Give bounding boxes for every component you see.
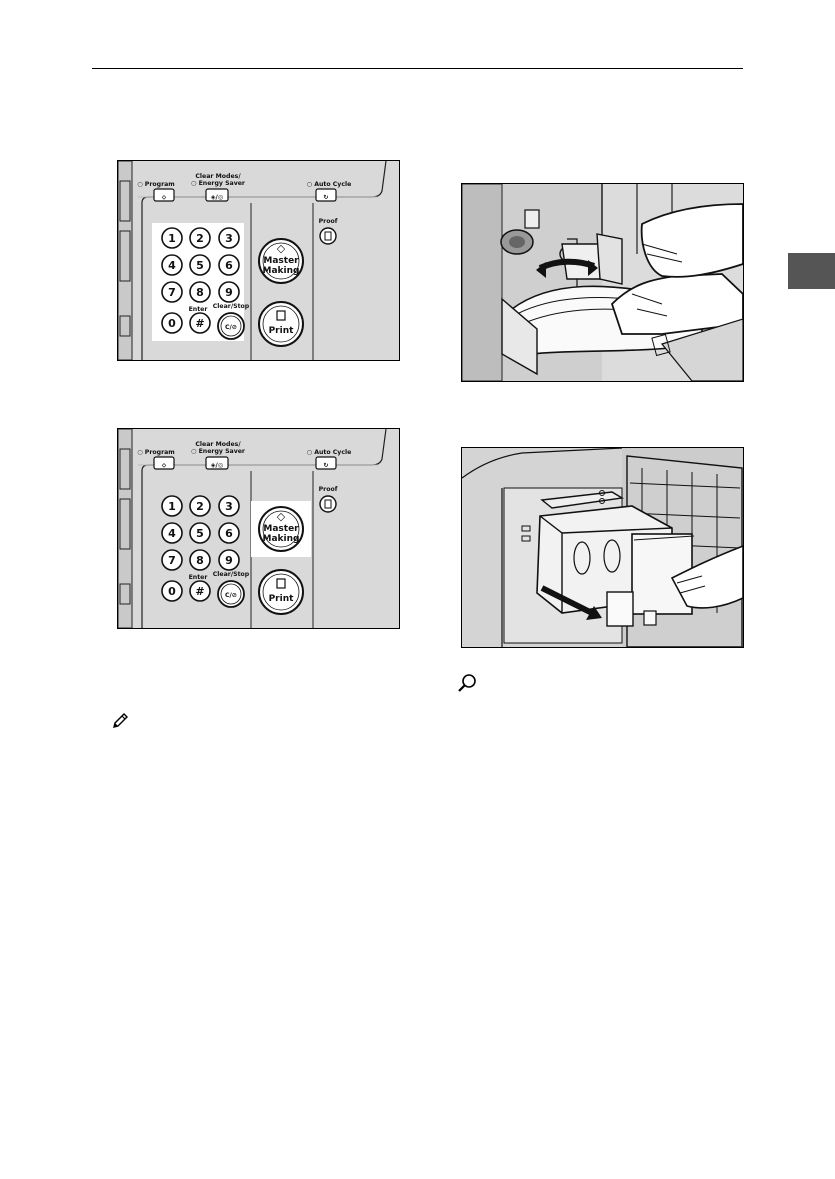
- print-label: Print: [269, 594, 295, 604]
- number-key-label-5: 5: [196, 527, 204, 540]
- proof-key: [320, 228, 336, 244]
- number-key-label-9: 9: [225, 554, 233, 567]
- making-label: Making: [263, 534, 300, 544]
- photo-paper-feed-side-plates: [461, 183, 744, 382]
- number-key-label-3: 3: [225, 500, 233, 513]
- program-key-icon: ⬦: [161, 462, 167, 469]
- number-key-label-3: 3: [225, 232, 233, 245]
- proof-label: Proof: [319, 486, 338, 493]
- number-key-label-5: 5: [196, 259, 204, 272]
- program-key-icon: ⬦: [161, 194, 167, 201]
- master-making-icon: ◇: [277, 242, 286, 255]
- enter-key-symbol: #: [195, 585, 204, 598]
- auto-cycle-key-icon: ↻: [323, 194, 328, 201]
- auto-cycle-key-icon: ↻: [323, 462, 328, 469]
- number-key-label-1: 1: [168, 500, 176, 513]
- energy-saver-label: ○ Energy Saver: [191, 448, 246, 455]
- clear-modes-label: Clear Modes/: [195, 173, 241, 180]
- number-key-label-2: 2: [196, 232, 204, 245]
- control-panel-drawing: ○ Program Clear Modes/○ Energy Saver ○ Aut…: [118, 161, 399, 360]
- number-key-label-8: 8: [196, 554, 204, 567]
- photo-pull-out-drum-unit: [461, 447, 744, 648]
- number-key-label-1: 1: [168, 232, 176, 245]
- print-key: [259, 570, 303, 614]
- number-key-label-4: 4: [168, 259, 176, 272]
- clear-modes-key-icon: ◈/◎: [211, 462, 224, 469]
- clear-modes-label: Clear Modes/: [195, 441, 241, 448]
- number-key-label-0: 0: [168, 317, 176, 330]
- proof-key: [320, 496, 336, 512]
- number-key-label-2: 2: [196, 500, 204, 513]
- number-key-label-4: 4: [168, 527, 176, 540]
- print-label: Print: [269, 326, 295, 336]
- auto-cycle-label: ○ Auto Cycle: [307, 449, 352, 456]
- number-key-label-9: 9: [225, 286, 233, 299]
- program-label: ○ Program: [137, 181, 175, 188]
- clear-stop-label: Clear/Stop: [213, 303, 250, 310]
- header-rule: [92, 68, 743, 69]
- control-panel-drawing: ○ Program Clear Modes/○ Energy Saver ○ Aut…: [118, 429, 399, 628]
- print-key: [259, 302, 303, 346]
- reference-magnifier-icon: [457, 673, 477, 693]
- chapter-tab: [788, 253, 835, 289]
- master-label: Master: [263, 256, 299, 266]
- number-key-label-6: 6: [225, 259, 233, 272]
- number-key-label-6: 6: [225, 527, 233, 540]
- control-panel-figure-number-keys: ○ Program Clear Modes/○ Energy Saver ○ Aut…: [117, 160, 400, 361]
- control-panel-figure-master-making: ○ Program Clear Modes/○ Energy Saver ○ Aut…: [117, 428, 400, 629]
- number-key-label-8: 8: [196, 286, 204, 299]
- program-label: ○ Program: [137, 449, 175, 456]
- clear-stop-key-label: C/⊘: [225, 592, 237, 599]
- auto-cycle-label: ○ Auto Cycle: [307, 181, 352, 188]
- making-label: Making: [263, 266, 300, 276]
- master-label: Master: [263, 524, 299, 534]
- number-key-label-0: 0: [168, 585, 176, 598]
- number-key-label-7: 7: [168, 286, 176, 299]
- enter-key-symbol: #: [195, 317, 204, 330]
- enter-label: Enter: [189, 306, 209, 313]
- master-making-icon: ◇: [277, 510, 286, 523]
- clear-stop-key-label: C/⊘: [225, 324, 237, 331]
- enter-label: Enter: [189, 574, 209, 581]
- energy-saver-label: ○ Energy Saver: [191, 180, 246, 187]
- number-key-label-7: 7: [168, 554, 176, 567]
- note-pencil-icon: [111, 712, 129, 730]
- clear-modes-key-icon: ◈/◎: [211, 194, 224, 201]
- proof-label: Proof: [319, 218, 338, 225]
- clear-stop-label: Clear/Stop: [213, 571, 250, 578]
